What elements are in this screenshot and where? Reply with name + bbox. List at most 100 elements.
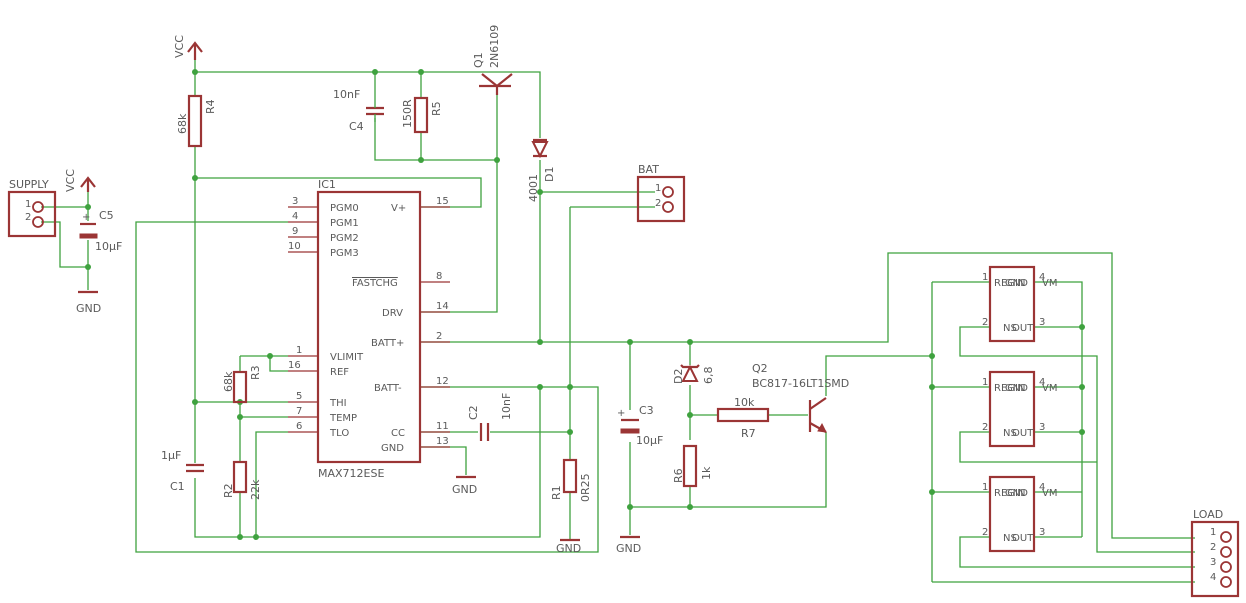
gnd-r1-symbol: GND: [556, 538, 581, 555]
wire-supply-pin2: [41, 221, 88, 268]
c4-value: 10nF: [333, 88, 360, 101]
d1-value: 4001: [527, 174, 540, 202]
c2-value: 10nF: [500, 393, 513, 420]
regulator-1: 1 2 4 3 REGIN GND VM NS OUT: [982, 265, 1057, 343]
gnd-c3-label: GND: [616, 542, 641, 555]
wire-supply-pin1: [41, 192, 89, 208]
wire-reg1-out: [959, 326, 1195, 553]
diode-d1: 4001 D1: [527, 138, 556, 202]
transistor-q2: Q2 BC817-16LT1SMD: [752, 362, 849, 433]
c2-ref: C2: [467, 405, 480, 420]
c1-ref: C1: [170, 480, 185, 493]
r2-ref: R2: [222, 483, 235, 498]
resistor-r3: 68k R3: [222, 365, 262, 404]
resistor-r4: 68k R4: [176, 94, 217, 148]
c1-value: 1µF: [161, 449, 181, 462]
svg-text:+: +: [82, 212, 90, 223]
junctions: [85, 69, 1085, 540]
wire-q2-collector: [825, 355, 932, 396]
svg-text:GND: GND: [1005, 278, 1028, 289]
svg-text:OUT: OUT: [1012, 323, 1034, 334]
ic1-ref: IC1: [318, 178, 336, 191]
gnd-r1-label: GND: [556, 542, 581, 555]
r5-value: 150R: [401, 99, 414, 128]
load-label: LOAD: [1193, 508, 1223, 521]
q2-ref: Q2: [752, 362, 768, 375]
q1-ref: Q1: [472, 52, 485, 68]
ic-pin-name-drv: DRV: [382, 308, 403, 319]
r7-value: 10k: [734, 396, 755, 409]
ic-pin-num-vplus: 15: [436, 196, 449, 207]
capacitor-c3: + C3 10µF: [617, 404, 663, 447]
svg-text:GND: GND: [1005, 383, 1028, 394]
r2-value: 22k: [249, 479, 262, 500]
vcc-supply-symbol: VCC: [64, 169, 96, 192]
svg-text:NS: NS: [1003, 428, 1017, 439]
svg-text:GND: GND: [1005, 488, 1028, 499]
svg-text:3: 3: [1039, 422, 1045, 433]
bat-connector: BAT 1 2: [636, 163, 686, 223]
svg-text:REGIN: REGIN: [994, 278, 1025, 289]
svg-text:VM: VM: [1042, 383, 1057, 394]
r4-value: 68k: [176, 113, 189, 134]
ic-pin-num-tlo: 6: [296, 421, 302, 432]
ic-pin-num-temp: 7: [296, 406, 302, 417]
capacitor-c1: 1µF C1: [161, 449, 204, 493]
svg-text:VM: VM: [1042, 488, 1057, 499]
ic1-max712: IC1 MAX712ESE 3 4 9 10 1 16 5 7 6 PGM0 P…: [288, 178, 450, 480]
ic-pin-name-fastchg: FASTCHG: [352, 278, 398, 289]
c5-ref: C5: [99, 209, 114, 222]
svg-text:OUT: OUT: [1012, 428, 1034, 439]
ic-pin-name-temp: TEMP: [329, 413, 357, 424]
r4-ref: R4: [204, 99, 217, 114]
bat-pin-1: 1: [655, 183, 661, 194]
ic-pin-name-cc: CC: [391, 428, 405, 439]
c3-value: 10µF: [636, 434, 663, 447]
ic-pin-name-pgm3: PGM3: [330, 248, 359, 259]
ic-pin-name-gnd: GND: [381, 443, 404, 454]
svg-text:4: 4: [1039, 272, 1045, 283]
ic-pin-name-vlimit: VLIMIT: [330, 352, 364, 363]
supply-connector: SUPPLY 1 2: [7, 178, 57, 238]
gnd-ic-symbol: GND: [452, 475, 477, 496]
ic-pin-num-vlimit: 1: [296, 345, 302, 356]
wire-ref: [269, 356, 288, 372]
load-pin-4: 4: [1210, 572, 1216, 583]
svg-text:NS: NS: [1003, 323, 1017, 334]
ic-pin-name-battminus: BATT-: [374, 383, 402, 394]
bat-pin-2: 2: [655, 198, 661, 209]
wire-vplus: [195, 177, 482, 208]
ic-pin-name-battplus: BATT+: [371, 338, 404, 349]
ic-pin-num-battminus: 12: [436, 376, 449, 387]
r1-value: 0R25: [579, 473, 592, 502]
resistor-r7: 10k R7: [716, 396, 770, 440]
wire-c4-bottom: [374, 118, 497, 161]
gnd-supply-label: GND: [76, 302, 101, 315]
d1-ref: D1: [543, 167, 556, 182]
svg-text:REGIN: REGIN: [994, 488, 1025, 499]
ic-pin-num-thi: 5: [296, 391, 302, 402]
r6-value: 1k: [700, 466, 713, 480]
load-pin-1: 1: [1210, 527, 1216, 538]
supply-pin-1: 1: [25, 199, 31, 210]
svg-text:VM: VM: [1042, 278, 1057, 289]
capacitor-c2: C2 10nF: [467, 393, 513, 441]
wire-ic-gnd: [420, 446, 467, 475]
transistor-q1: Q1 2N6109: [472, 25, 513, 95]
wire-drv: [420, 95, 498, 313]
svg-text:2: 2: [982, 527, 988, 538]
vcc-top-symbol: VCC: [173, 35, 203, 60]
ic-pin-name-pgm2: PGM2: [330, 233, 359, 244]
supply-pin-2: 2: [25, 212, 31, 223]
load-pin-3: 3: [1210, 557, 1216, 568]
supply-label: SUPPLY: [9, 178, 49, 191]
svg-text:4: 4: [1039, 377, 1045, 388]
d2-ref: D2: [672, 369, 685, 384]
ic-pin-name-vplus: V+: [391, 203, 406, 214]
svg-text:REGIN: REGIN: [994, 383, 1025, 394]
c4-ref: C4: [349, 120, 364, 133]
wire-reg3-out: [959, 536, 1195, 568]
c3-ref: C3: [639, 404, 654, 417]
svg-text:NS: NS: [1003, 533, 1017, 544]
